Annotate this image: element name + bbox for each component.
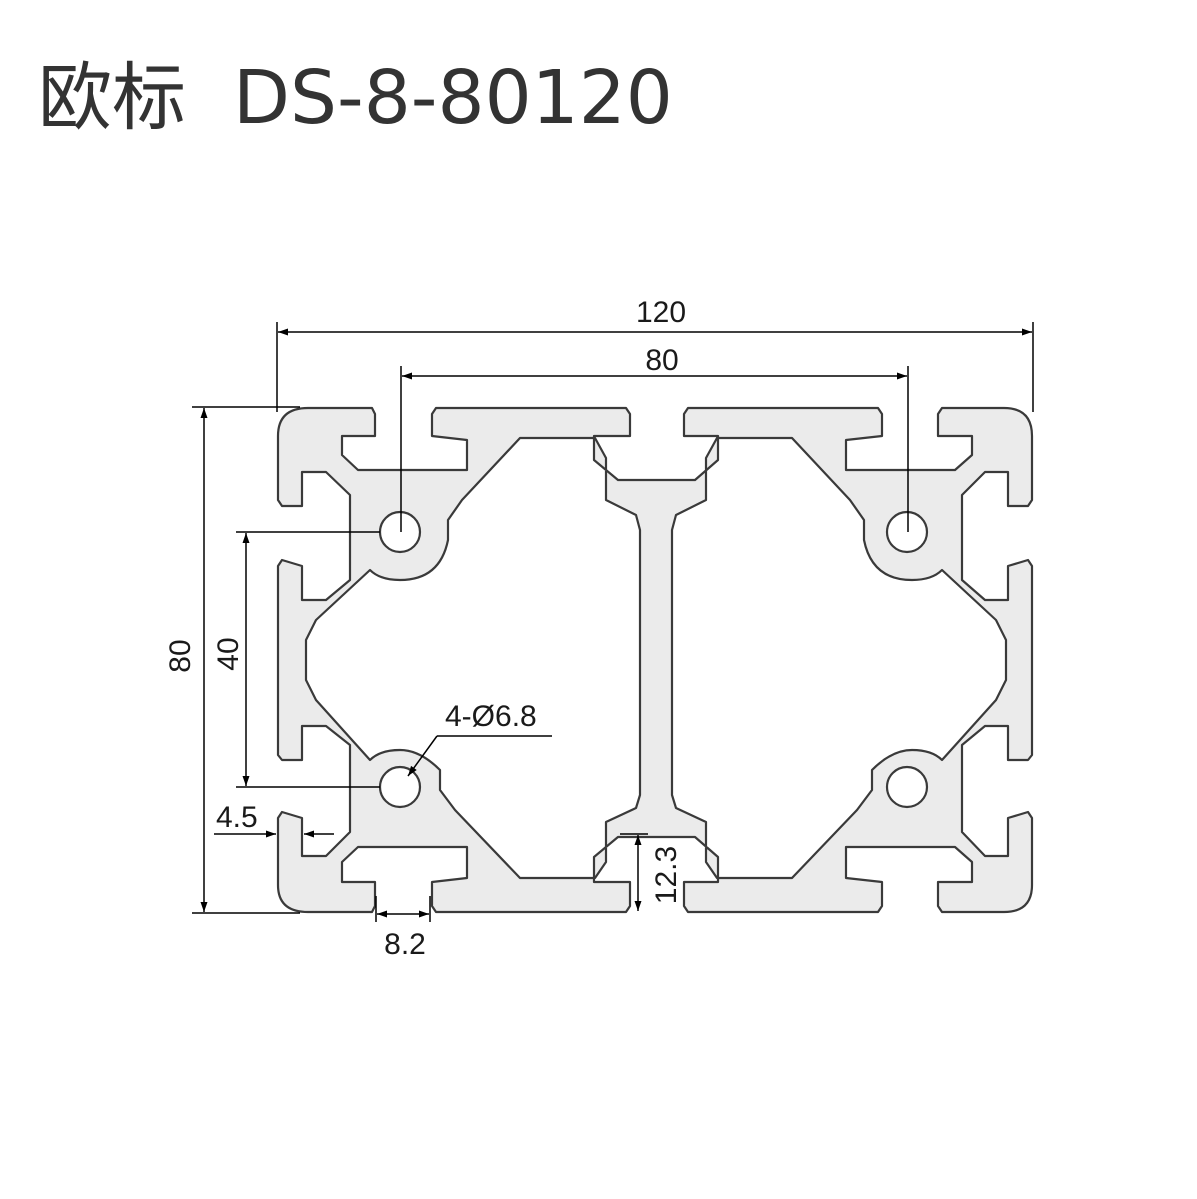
hole-callout-label: 4-Ø6.8 bbox=[445, 700, 537, 733]
dimension-label-40: 40 bbox=[212, 637, 245, 670]
dimension-hole-spacing-vertical: 40 bbox=[212, 531, 380, 788]
dimension-overall-height: 80 bbox=[164, 406, 300, 914]
hole-top-left bbox=[378, 510, 422, 554]
dimension-label-8-2: 8.2 bbox=[384, 928, 426, 961]
profile-cross-section bbox=[276, 406, 1034, 914]
dimension-hole-spacing-horizontal: 80 bbox=[400, 344, 909, 532]
hole-bottom-left bbox=[378, 765, 422, 809]
hole-top-right bbox=[885, 510, 929, 554]
dimension-label-120: 120 bbox=[636, 296, 686, 329]
dimension-label-80-vertical: 80 bbox=[164, 639, 197, 672]
hole-callout: 4-Ø6.8 bbox=[407, 700, 552, 777]
dimension-lip-thickness: 4.5 bbox=[214, 801, 334, 838]
dimension-slot-depth: 12.3 bbox=[620, 833, 683, 911]
dimension-label-80-horizontal: 80 bbox=[645, 344, 678, 377]
profile-outer-body bbox=[276, 406, 1034, 914]
dimension-overall-width: 120 bbox=[276, 296, 1034, 412]
page-title: 欧标 DS-8-80120 bbox=[38, 55, 673, 141]
dimension-label-4-5: 4.5 bbox=[216, 801, 258, 834]
dimension-slot-width: 8.2 bbox=[375, 896, 431, 961]
hole-bottom-right bbox=[885, 765, 929, 809]
dimension-label-12-3: 12.3 bbox=[650, 846, 683, 904]
